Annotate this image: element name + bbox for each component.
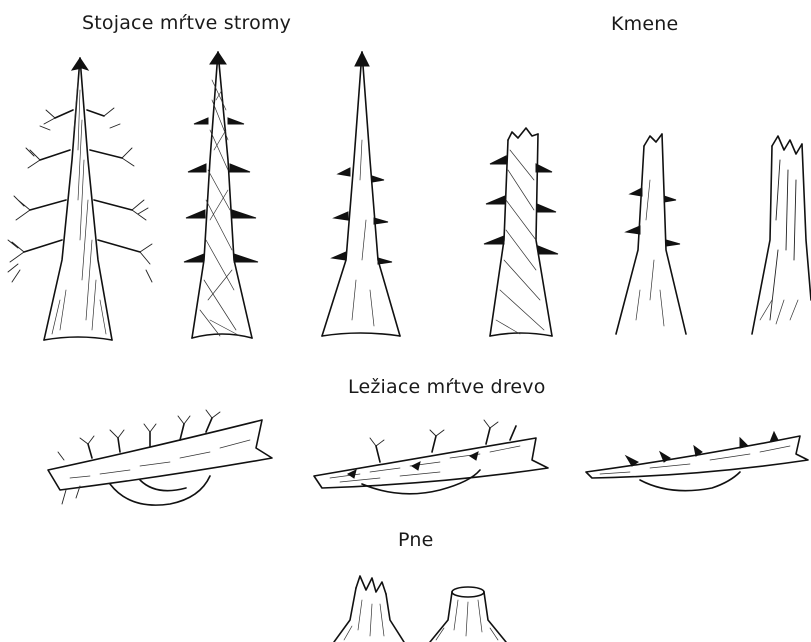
trunk-1-illustration (616, 134, 686, 334)
standing-tree-1-illustration (8, 58, 152, 340)
trunk-2-illustration (752, 136, 811, 334)
stump-1-illustration (334, 576, 404, 642)
standing-tree-2-illustration (184, 52, 258, 338)
lying-log-1-illustration (48, 410, 272, 505)
stump-2-illustration (430, 587, 506, 642)
standing-tree-3-illustration (322, 52, 400, 336)
standing-tree-4-illustration (484, 128, 558, 336)
lying-log-3-illustration (586, 432, 808, 491)
lying-log-2-illustration (314, 420, 548, 494)
